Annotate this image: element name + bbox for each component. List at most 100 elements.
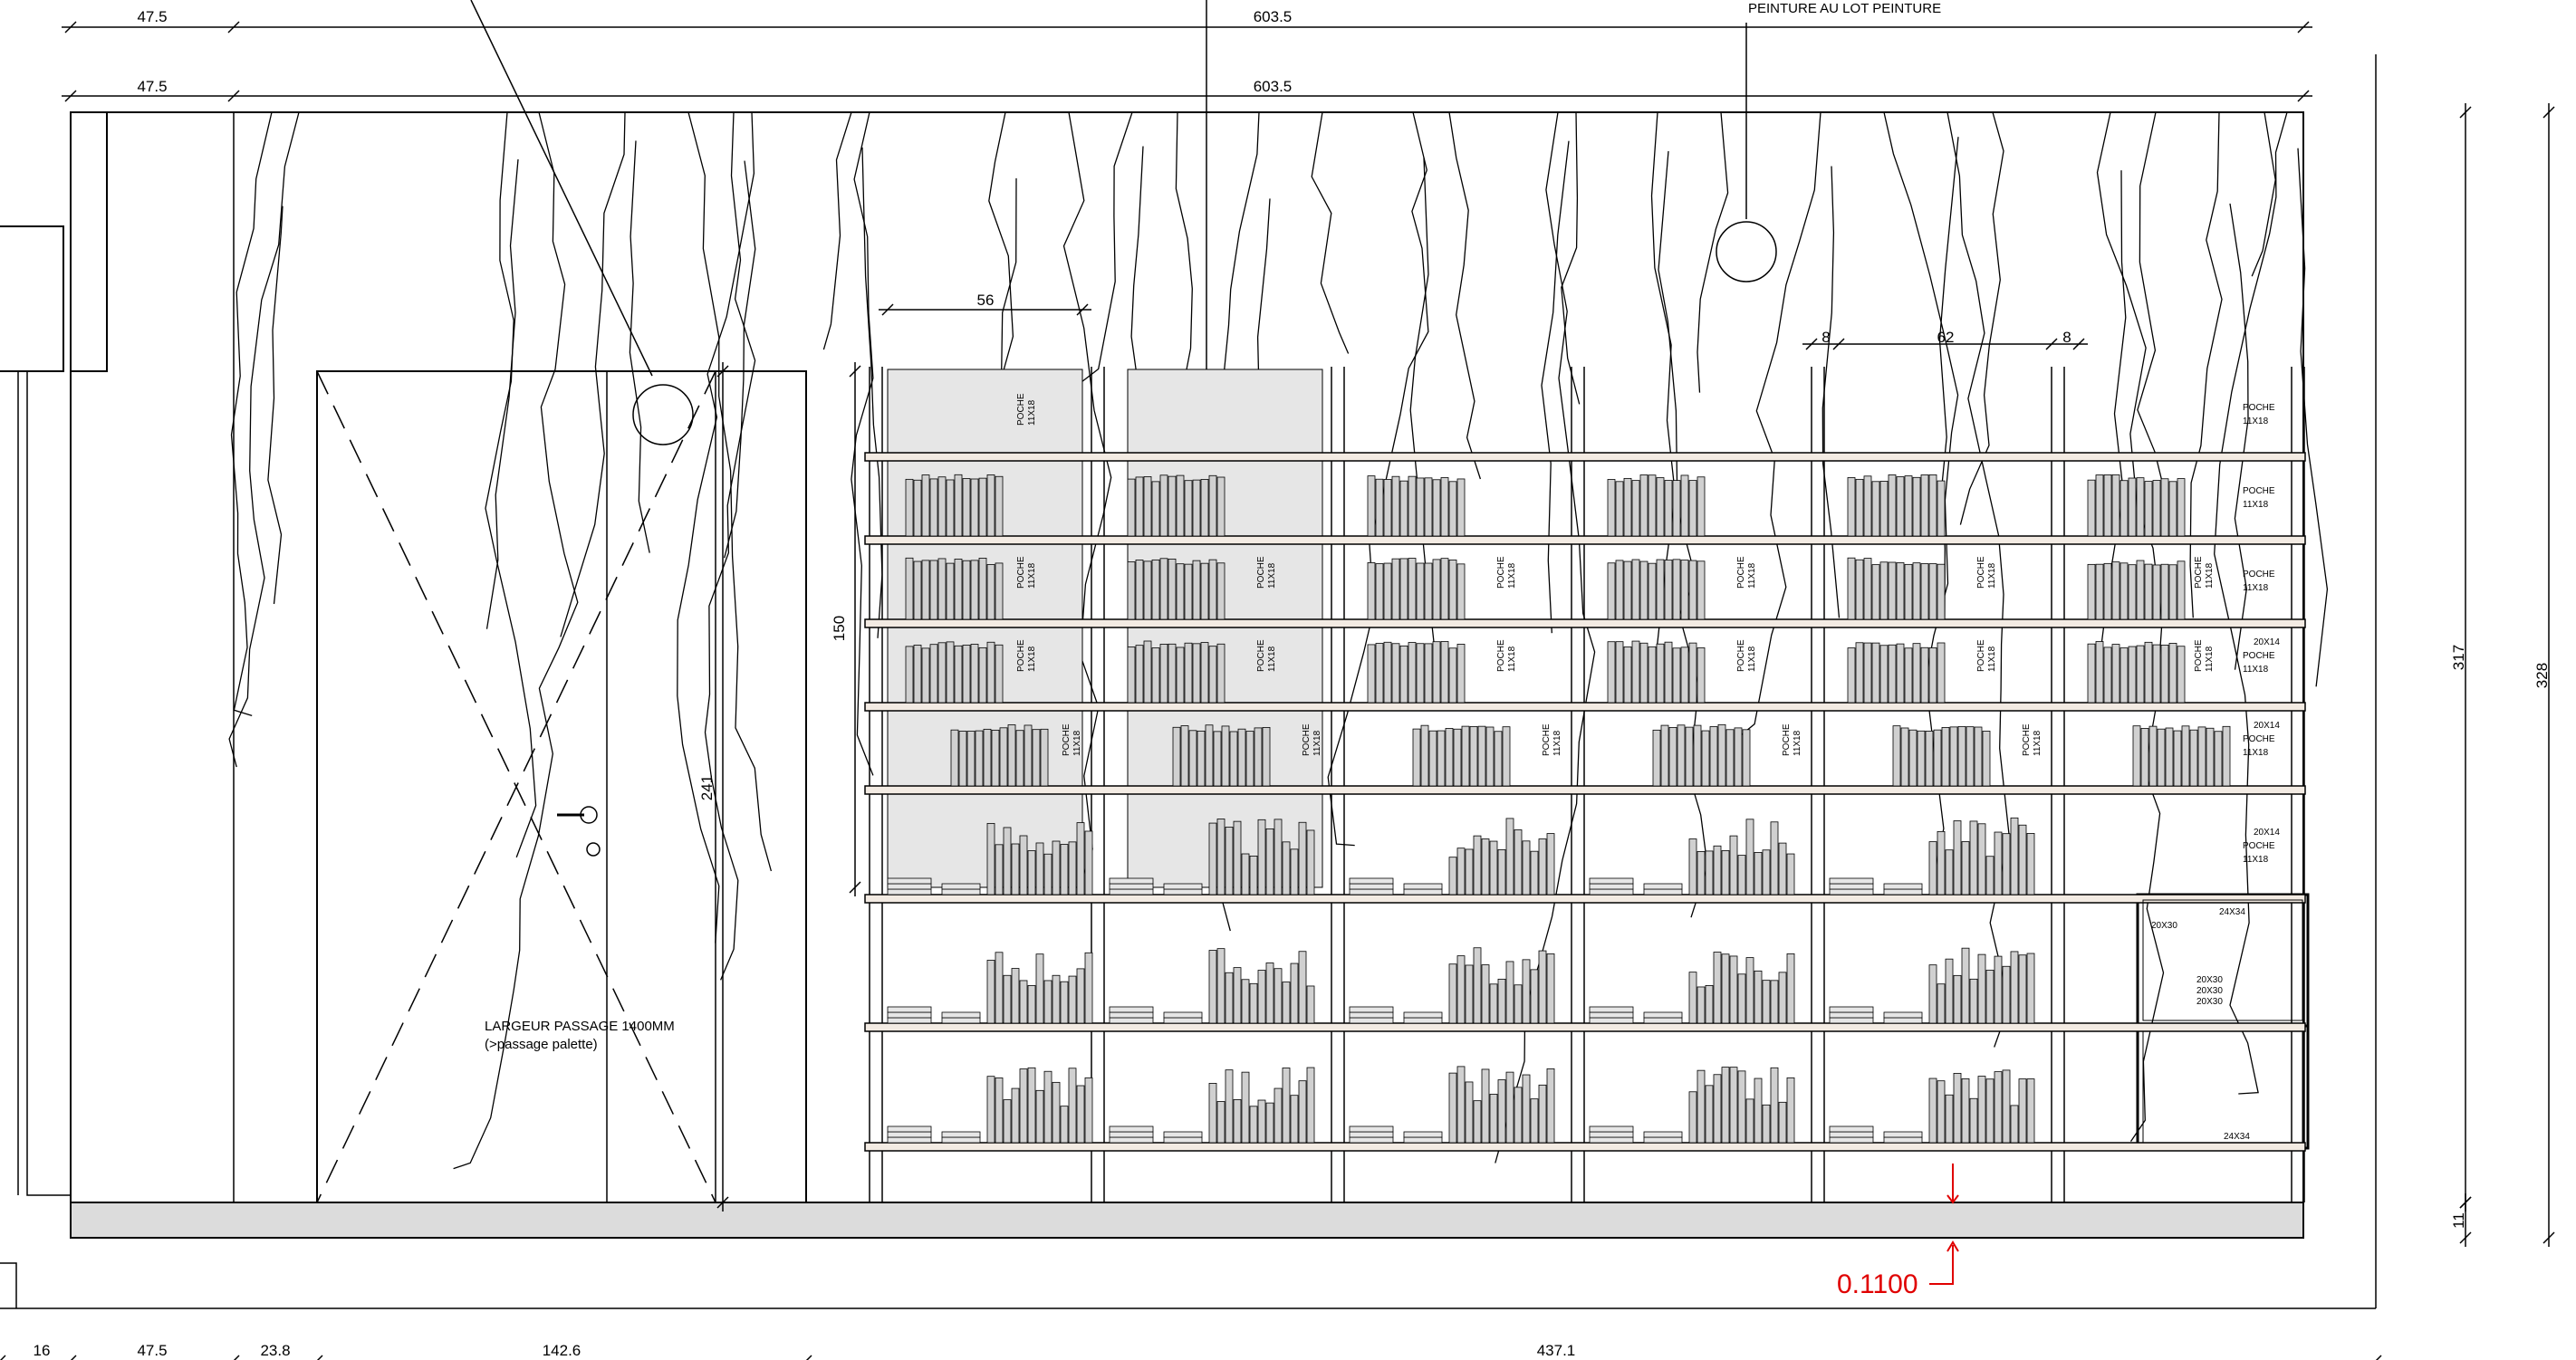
book xyxy=(1306,829,1315,895)
book xyxy=(1213,731,1222,787)
book xyxy=(1477,725,1486,787)
book xyxy=(1713,952,1722,1024)
book-stack xyxy=(1163,1131,1203,1138)
book xyxy=(921,474,930,537)
book xyxy=(1176,563,1185,620)
book xyxy=(2181,725,2190,787)
book-stack xyxy=(941,1131,981,1138)
label-11x18: 11X18 xyxy=(2033,730,2043,756)
book xyxy=(1664,560,1673,620)
marble-vein xyxy=(687,111,773,872)
book xyxy=(1184,642,1193,704)
book xyxy=(1420,724,1429,787)
book xyxy=(1068,1068,1077,1144)
book xyxy=(1920,563,1929,620)
book xyxy=(1257,970,1266,1024)
dim-328: 328 xyxy=(2533,663,2551,688)
book xyxy=(1697,1069,1706,1144)
book xyxy=(1705,850,1714,895)
book xyxy=(1879,481,1889,537)
book xyxy=(2168,643,2177,704)
book-stack xyxy=(1643,888,1683,895)
marble-vein xyxy=(267,206,284,605)
book xyxy=(1151,559,1160,620)
marble-vein xyxy=(560,111,626,637)
book-stack xyxy=(941,1017,981,1024)
book xyxy=(1168,475,1177,537)
book xyxy=(1143,640,1152,704)
shelf-board xyxy=(864,535,2306,545)
book xyxy=(1697,851,1706,895)
book xyxy=(1003,1099,1012,1144)
book-stack xyxy=(887,1011,932,1019)
book xyxy=(1994,955,2003,1024)
book xyxy=(1928,841,1937,895)
book xyxy=(1969,978,1978,1024)
label-11x18: 11X18 xyxy=(2243,855,2269,865)
book xyxy=(995,644,1004,704)
book xyxy=(1688,972,1697,1024)
book-stack xyxy=(1589,1017,1634,1024)
dim-241: 241 xyxy=(698,775,716,800)
book-stack xyxy=(1109,1017,1154,1024)
book xyxy=(1367,475,1376,537)
book-stack xyxy=(1589,1006,1634,1013)
book xyxy=(1216,476,1226,537)
book xyxy=(2119,562,2129,620)
book xyxy=(1424,477,1433,537)
book xyxy=(1631,480,1640,537)
book-stack xyxy=(1829,1006,1874,1013)
book xyxy=(1928,964,1937,1024)
book xyxy=(1660,724,1669,787)
book xyxy=(2160,645,2169,704)
book xyxy=(2160,478,2169,537)
book xyxy=(1705,984,1714,1024)
book xyxy=(1043,1070,1053,1144)
book xyxy=(966,731,976,787)
dim-tick xyxy=(1832,338,1845,350)
book xyxy=(1408,475,1417,537)
book xyxy=(1957,725,1966,787)
book xyxy=(1912,562,1921,620)
book xyxy=(1729,955,1738,1024)
label-poche: POCHE xyxy=(2243,570,2275,579)
book-stack xyxy=(1109,1125,1154,1133)
label-poche: POCHE xyxy=(1976,639,1986,672)
dim-tick xyxy=(2072,338,2085,350)
dim-tick xyxy=(227,21,240,34)
book xyxy=(1925,731,1934,787)
book xyxy=(962,478,971,537)
book xyxy=(2168,481,2177,537)
marble-vein xyxy=(2137,111,2169,506)
dim-tick xyxy=(849,365,861,378)
marble-vein xyxy=(1938,137,1959,624)
book-stack xyxy=(1109,888,1154,895)
book xyxy=(1151,647,1160,704)
book xyxy=(1208,559,1217,620)
book xyxy=(1440,477,1449,537)
book xyxy=(1265,1102,1274,1144)
book xyxy=(986,960,995,1024)
book xyxy=(1977,953,1986,1024)
book xyxy=(1225,1069,1234,1144)
book xyxy=(929,478,938,537)
book xyxy=(1705,1085,1714,1144)
book xyxy=(1465,964,1474,1024)
book xyxy=(1713,1074,1722,1144)
book xyxy=(1172,726,1181,787)
book-stack xyxy=(1589,1136,1634,1144)
book xyxy=(1456,478,1466,537)
pendant-lamp xyxy=(1716,221,1777,283)
cabinet-inner xyxy=(2142,899,2303,1021)
book-stack xyxy=(1829,1131,1874,1138)
book xyxy=(1754,1077,1763,1144)
book xyxy=(1200,479,1209,537)
level-marker xyxy=(1929,1245,1954,1285)
book xyxy=(1290,848,1299,895)
dim-56: 56 xyxy=(977,292,995,309)
book xyxy=(2002,965,2011,1024)
shelf-board xyxy=(864,1142,2306,1152)
book xyxy=(962,645,971,704)
book xyxy=(937,476,947,537)
dim-top2-47: 47.5 xyxy=(137,78,167,95)
